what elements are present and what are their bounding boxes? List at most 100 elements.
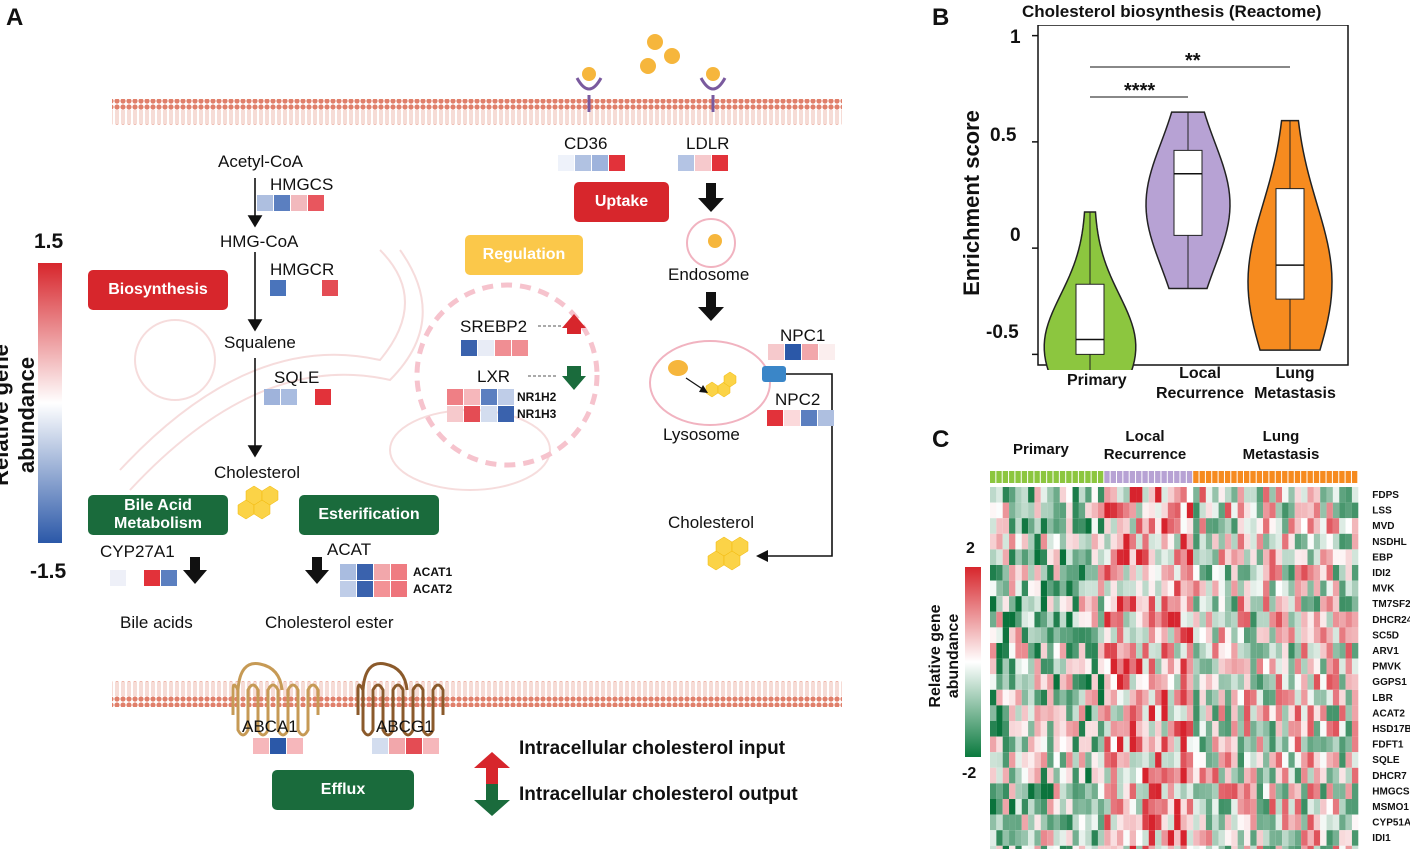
heat-cell — [1180, 845, 1187, 849]
heat-cell — [1097, 596, 1105, 612]
heat-cell — [1269, 518, 1276, 534]
heat-cell — [1326, 502, 1333, 519]
gene-label: HMGCS1 — [1372, 786, 1410, 797]
heat-cell — [1263, 549, 1270, 565]
heat-cell — [1174, 611, 1181, 628]
heat-cell — [1047, 783, 1054, 799]
acat-label: ACAT — [327, 540, 372, 559]
heat-cell — [1301, 518, 1308, 534]
group-cell — [1244, 471, 1250, 483]
heat-cell — [1110, 799, 1117, 815]
heat-cell — [1282, 487, 1289, 503]
heat-cell — [1021, 752, 1029, 768]
heat-cell — [1034, 674, 1041, 690]
heat-cell — [1085, 549, 1092, 565]
heat-cell — [1072, 845, 1079, 849]
heat-cell — [1104, 767, 1111, 784]
heat-cell — [1256, 689, 1264, 706]
heat-cell — [1136, 502, 1143, 519]
heat-cell — [1307, 830, 1314, 846]
heat-cell — [1224, 549, 1232, 565]
gene-label: MVD — [1372, 521, 1394, 532]
heat-cell — [1047, 487, 1054, 503]
heat-cell — [1339, 643, 1346, 659]
heat-cell — [1180, 627, 1187, 643]
heat-cell — [1009, 596, 1016, 612]
heat-cell — [1244, 721, 1251, 737]
heat-cell — [1263, 689, 1270, 706]
heat-cell — [1205, 814, 1213, 831]
heat-cell — [1275, 580, 1283, 597]
heat-cell — [1009, 814, 1016, 831]
heat-cell — [1199, 674, 1206, 690]
heat-cell — [1174, 627, 1181, 643]
heat-cell — [1167, 845, 1175, 849]
heat-cell — [1066, 752, 1073, 768]
heat-cell — [1040, 783, 1048, 799]
heat-cell — [1332, 705, 1340, 721]
colorbar-min: -1.5 — [30, 560, 67, 583]
heat-cell — [1186, 627, 1194, 643]
heat-cell — [1078, 674, 1086, 690]
heat-cell — [990, 580, 997, 597]
heat-cell — [1015, 783, 1022, 799]
heat-cell — [1009, 487, 1016, 503]
heat-cell — [1339, 705, 1346, 721]
heat-cell — [1180, 596, 1187, 612]
heat-cell — [1339, 783, 1346, 799]
heat-cell — [1155, 705, 1162, 721]
heat-cell — [1275, 502, 1283, 519]
heat-cell — [1097, 658, 1105, 675]
heat-cell — [1136, 767, 1143, 784]
heat-cell — [1224, 674, 1232, 690]
heat-cell — [1104, 611, 1111, 628]
heat-cell — [1117, 767, 1124, 784]
heat-cell — [1218, 752, 1225, 768]
heat-cell — [1326, 533, 1333, 550]
heat-cell — [1110, 721, 1117, 737]
heat-cell — [1193, 643, 1200, 659]
heat-cell — [1231, 814, 1238, 831]
heat-cell — [1148, 830, 1156, 846]
heat-cell — [1256, 783, 1264, 799]
heat-cell — [1256, 814, 1264, 831]
heat-cell — [1275, 705, 1283, 721]
heat-cell — [1161, 658, 1168, 675]
heat-cell — [1180, 643, 1187, 659]
heat-cell — [1351, 549, 1359, 565]
heat-cell — [1174, 830, 1181, 846]
heat-cell — [1123, 627, 1130, 643]
heat-cell — [1282, 502, 1289, 519]
cholesterol-ester-label: Cholesterol ester — [265, 613, 394, 632]
ldlr-label: LDLR — [686, 134, 730, 153]
heat-cell — [1104, 736, 1111, 753]
heat-cell — [1320, 830, 1327, 846]
heat-cell — [1275, 767, 1283, 784]
heat-cell — [1167, 627, 1175, 643]
heat-cell — [1155, 658, 1162, 675]
heat-cell — [1256, 596, 1264, 612]
heat-cell — [1294, 596, 1302, 612]
heat-cell — [1307, 643, 1314, 659]
ytick-1: 1 — [1010, 27, 1021, 48]
heat-cell — [1180, 518, 1187, 534]
heat-cell — [1263, 611, 1270, 628]
heat-cell — [1142, 658, 1149, 675]
heat-cell — [1275, 799, 1283, 815]
heat-cell — [1263, 721, 1270, 737]
heat-cell — [1155, 518, 1162, 534]
heat-cell — [1167, 643, 1175, 659]
heat-cell — [1218, 533, 1225, 550]
heat-cell — [1237, 736, 1244, 753]
heat-cell — [1231, 627, 1238, 643]
heat-cell — [1123, 814, 1130, 831]
heat-cell — [1288, 783, 1295, 799]
heat-cell — [1320, 689, 1327, 706]
heat-cell — [1161, 767, 1168, 784]
heat-cell — [1180, 533, 1187, 550]
heat-cell — [1351, 502, 1359, 519]
heat-cell — [1313, 767, 1321, 784]
heat-cell — [1224, 518, 1232, 534]
heat-cell — [1002, 845, 1010, 849]
heat-cell — [1282, 736, 1289, 753]
